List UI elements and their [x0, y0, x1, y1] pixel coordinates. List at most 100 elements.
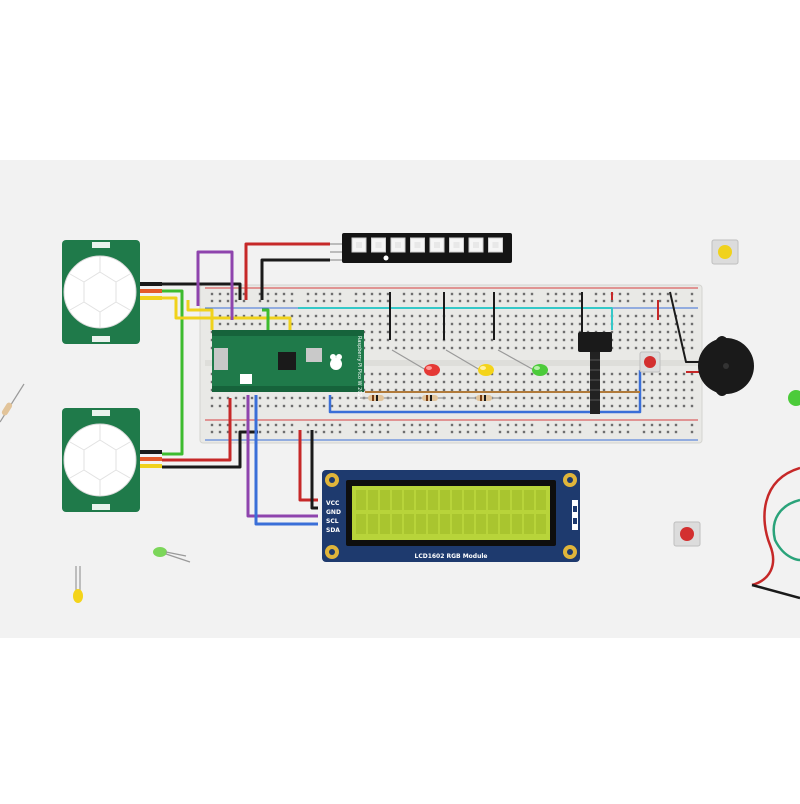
- breadboard-hole: [666, 372, 670, 376]
- rail-hole: [650, 292, 654, 296]
- breadboard-hole: [522, 388, 526, 392]
- breadboard-hole: [242, 314, 246, 318]
- breadboard-hole: [578, 396, 582, 400]
- rail-hole: [354, 423, 358, 427]
- breadboard-hole: [434, 346, 438, 350]
- lcd-char-cell: [500, 490, 510, 510]
- rail-hole: [306, 299, 310, 303]
- breadboard-hole: [474, 404, 478, 408]
- breadboard-hole: [490, 388, 494, 392]
- breadboard-hole: [290, 396, 294, 400]
- lcd-connector: [572, 500, 578, 530]
- rail-hole: [234, 430, 238, 434]
- breadboard-hole: [450, 314, 454, 318]
- rail-hole: [258, 430, 262, 434]
- lcd-char-cell: [428, 490, 438, 510]
- breadboard-hole: [674, 372, 678, 376]
- rail-hole: [482, 423, 486, 427]
- breadboard-hole: [394, 396, 398, 400]
- breadboard-hole: [586, 380, 590, 384]
- breadboard-hole: [682, 330, 686, 334]
- breadboard-hole: [530, 396, 534, 400]
- breadboard-hole: [682, 338, 686, 342]
- breadboard-hole: [514, 404, 518, 408]
- lcd-pin-sda: SDA: [326, 527, 340, 534]
- lcd-pin-gnd: GND: [326, 509, 341, 516]
- rail-hole: [674, 299, 678, 303]
- breadboard-hole: [346, 404, 350, 408]
- breadboard-hole: [634, 388, 638, 392]
- rail-hole: [626, 292, 630, 296]
- wire-green: [262, 308, 270, 330]
- breadboard-hole: [450, 388, 454, 392]
- rail-hole: [338, 430, 342, 434]
- breadboard-hole: [658, 314, 662, 318]
- rail-hole: [370, 292, 374, 296]
- rail-hole: [386, 423, 390, 427]
- breadboard-hole: [682, 346, 686, 350]
- led-leg: [391, 349, 427, 371]
- rail-hole: [210, 299, 214, 303]
- breadboard-hole: [410, 330, 414, 334]
- rail-hole: [506, 423, 510, 427]
- wire-yellow: [186, 300, 214, 330]
- breadboard-hole: [658, 338, 662, 342]
- breadboard-hole: [658, 372, 662, 376]
- rail-hole: [402, 430, 406, 434]
- breadboard-hole: [210, 404, 214, 408]
- rail-hole: [578, 292, 582, 296]
- breadboard-hole: [642, 338, 646, 342]
- rail-hole: [666, 423, 670, 427]
- breadboard-hole: [474, 372, 478, 376]
- breadboard-hole: [562, 330, 566, 334]
- breadboard-hole: [650, 338, 654, 342]
- breadboard-hole: [586, 388, 590, 392]
- breadboard-hole: [634, 322, 638, 326]
- breadboard-hole: [618, 380, 622, 384]
- breadboard-hole: [554, 330, 558, 334]
- breadboard-hole: [330, 396, 334, 400]
- rail-hole: [514, 423, 518, 427]
- breadboard-hole: [514, 396, 518, 400]
- pico-label: Raspberry Pi Pico W 2020: [356, 336, 362, 400]
- wire-red: [244, 242, 330, 300]
- breadboard-hole: [274, 396, 278, 400]
- lcd-char-cell: [404, 490, 414, 510]
- breadboard-hole: [674, 330, 678, 334]
- breadboard-hole: [434, 314, 438, 318]
- breadboard-hole: [386, 380, 390, 384]
- rail-hole: [370, 430, 374, 434]
- breadboard-hole: [674, 388, 678, 392]
- breadboard-hole: [522, 314, 526, 318]
- rail-hole: [658, 299, 662, 303]
- breadboard-hole: [562, 396, 566, 400]
- breadboard-hole: [282, 322, 286, 326]
- rail-hole: [530, 430, 534, 434]
- rail-hole: [650, 430, 654, 434]
- breadboard-hole: [402, 372, 406, 376]
- wire-blue: [254, 395, 318, 526]
- breadboard-hole: [674, 404, 678, 408]
- breadboard-hole: [650, 372, 654, 376]
- breadboard-hole: [514, 346, 518, 350]
- breadboard-hole: [666, 322, 670, 326]
- breadboard-hole: [386, 372, 390, 376]
- breadboard-hole: [394, 388, 398, 392]
- breadboard-hole: [330, 404, 334, 408]
- rail-hole: [266, 423, 270, 427]
- breadboard-hole: [642, 380, 646, 384]
- rail-hole: [474, 423, 478, 427]
- breadboard-hole: [690, 330, 694, 334]
- rail-hole: [458, 430, 462, 434]
- rail-hole: [530, 423, 534, 427]
- rail-hole: [218, 292, 222, 296]
- breadboard-hole: [386, 314, 390, 318]
- breadboard-hole: [618, 314, 622, 318]
- breadboard-hole: [298, 404, 302, 408]
- loose-tactile-button-yellow: [711, 239, 739, 265]
- breadboard-hole: [258, 314, 262, 318]
- rail-hole: [330, 292, 334, 296]
- breadboard-hole: [666, 380, 670, 384]
- rail-hole: [274, 423, 278, 427]
- breadboard-hole: [426, 330, 430, 334]
